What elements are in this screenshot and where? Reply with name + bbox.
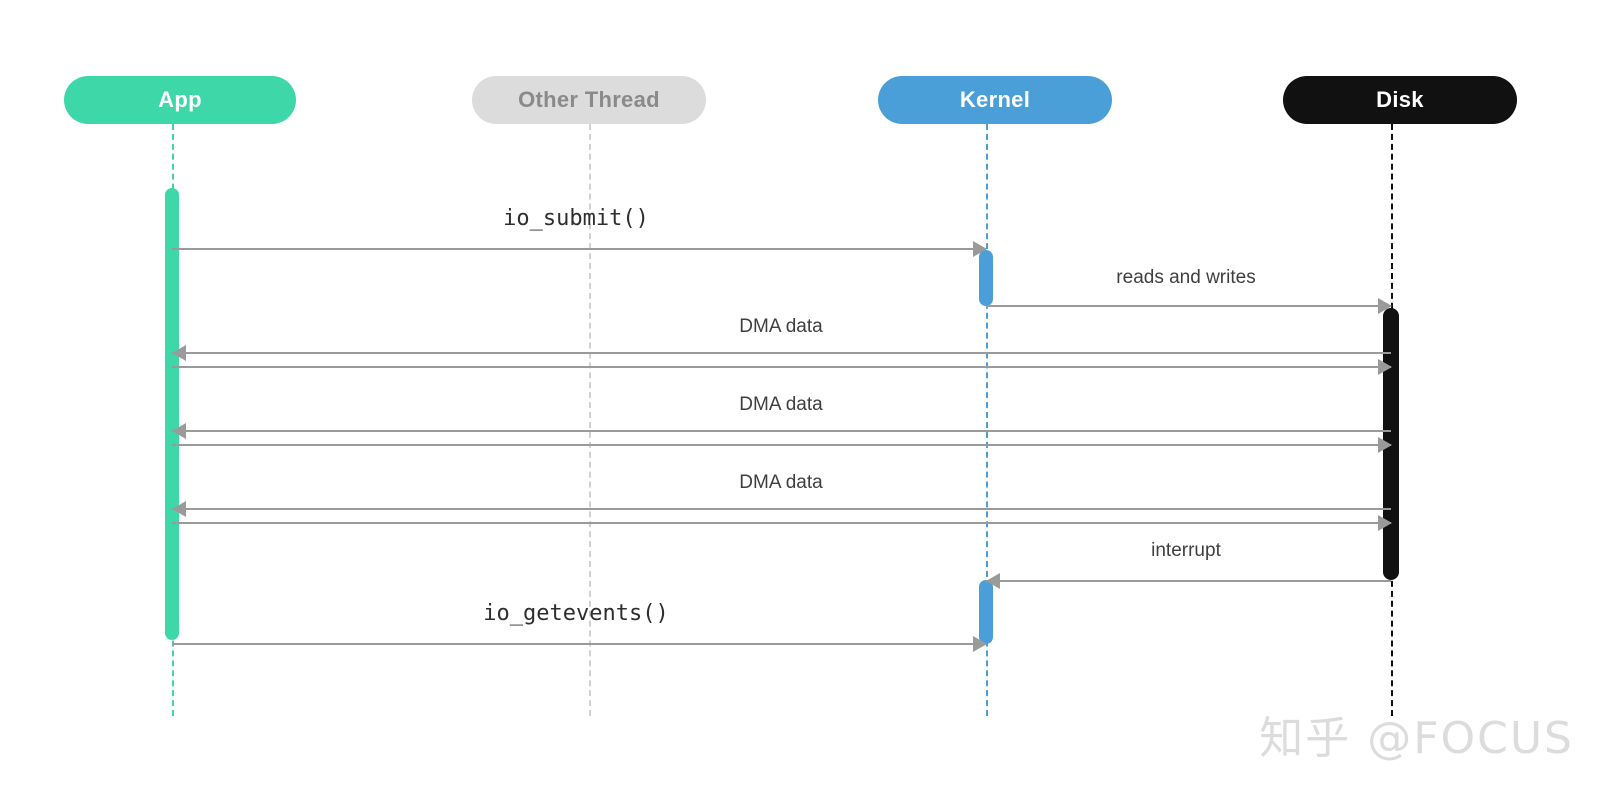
arrowhead-io-submit [973, 241, 987, 257]
lifeline-other-thread [589, 124, 591, 716]
message-line-dma-data-3-return [172, 508, 1391, 510]
lifeline-label: Other Thread [518, 87, 660, 112]
activation-bar-kernel-1 [979, 250, 993, 306]
message-line-dma-data-3-forward [172, 522, 1391, 524]
message-label-reads-and-writes: reads and writes [1116, 267, 1256, 288]
message-line-io-submit [172, 248, 986, 250]
message-line-reads-and-writes [986, 305, 1391, 307]
message-label-io-submit: io_submit() [503, 206, 649, 231]
lifeline-label: App [158, 87, 202, 112]
message-line-dma-data-1-forward [172, 366, 1391, 368]
arrowhead-interrupt [986, 573, 1000, 589]
message-line-dma-data-2-forward [172, 444, 1391, 446]
arrowhead-io-getevents [973, 636, 987, 652]
message-label-dma-data-2-return: DMA data [739, 394, 823, 415]
arrowhead-dma-data-3-return [172, 501, 186, 517]
arrowhead-dma-data-3-forward [1378, 515, 1392, 531]
message-line-dma-data-2-return [172, 430, 1391, 432]
message-line-interrupt [986, 580, 1391, 582]
lifeline-head-kernel[interactable]: Kernel [878, 76, 1112, 124]
arrowhead-reads-and-writes [1378, 298, 1392, 314]
arrowhead-dma-data-2-forward [1378, 437, 1392, 453]
lifeline-head-app[interactable]: App [64, 76, 296, 124]
lifeline-head-disk[interactable]: Disk [1283, 76, 1517, 124]
lifeline-label: Kernel [959, 87, 1031, 112]
activation-bar-app-1 [165, 188, 179, 640]
watermark: 知乎 @FOCUS [1259, 713, 1574, 764]
lifeline-head-other-thread[interactable]: Other Thread [472, 76, 706, 124]
message-line-io-getevents [172, 643, 986, 645]
message-line-dma-data-1-return [172, 352, 1391, 354]
message-label-io-getevents: io_getevents() [483, 601, 669, 626]
lifeline-label: Disk [1376, 87, 1424, 112]
arrowhead-dma-data-1-forward [1378, 359, 1392, 375]
arrowhead-dma-data-1-return [172, 345, 186, 361]
message-label-interrupt: interrupt [1151, 540, 1221, 561]
message-label-dma-data-3-return: DMA data [739, 472, 823, 493]
activation-bar-kernel-2 [979, 580, 993, 644]
arrowhead-dma-data-2-return [172, 423, 186, 439]
message-label-dma-data-1-return: DMA data [739, 316, 823, 337]
lifeline-kernel [986, 124, 988, 716]
